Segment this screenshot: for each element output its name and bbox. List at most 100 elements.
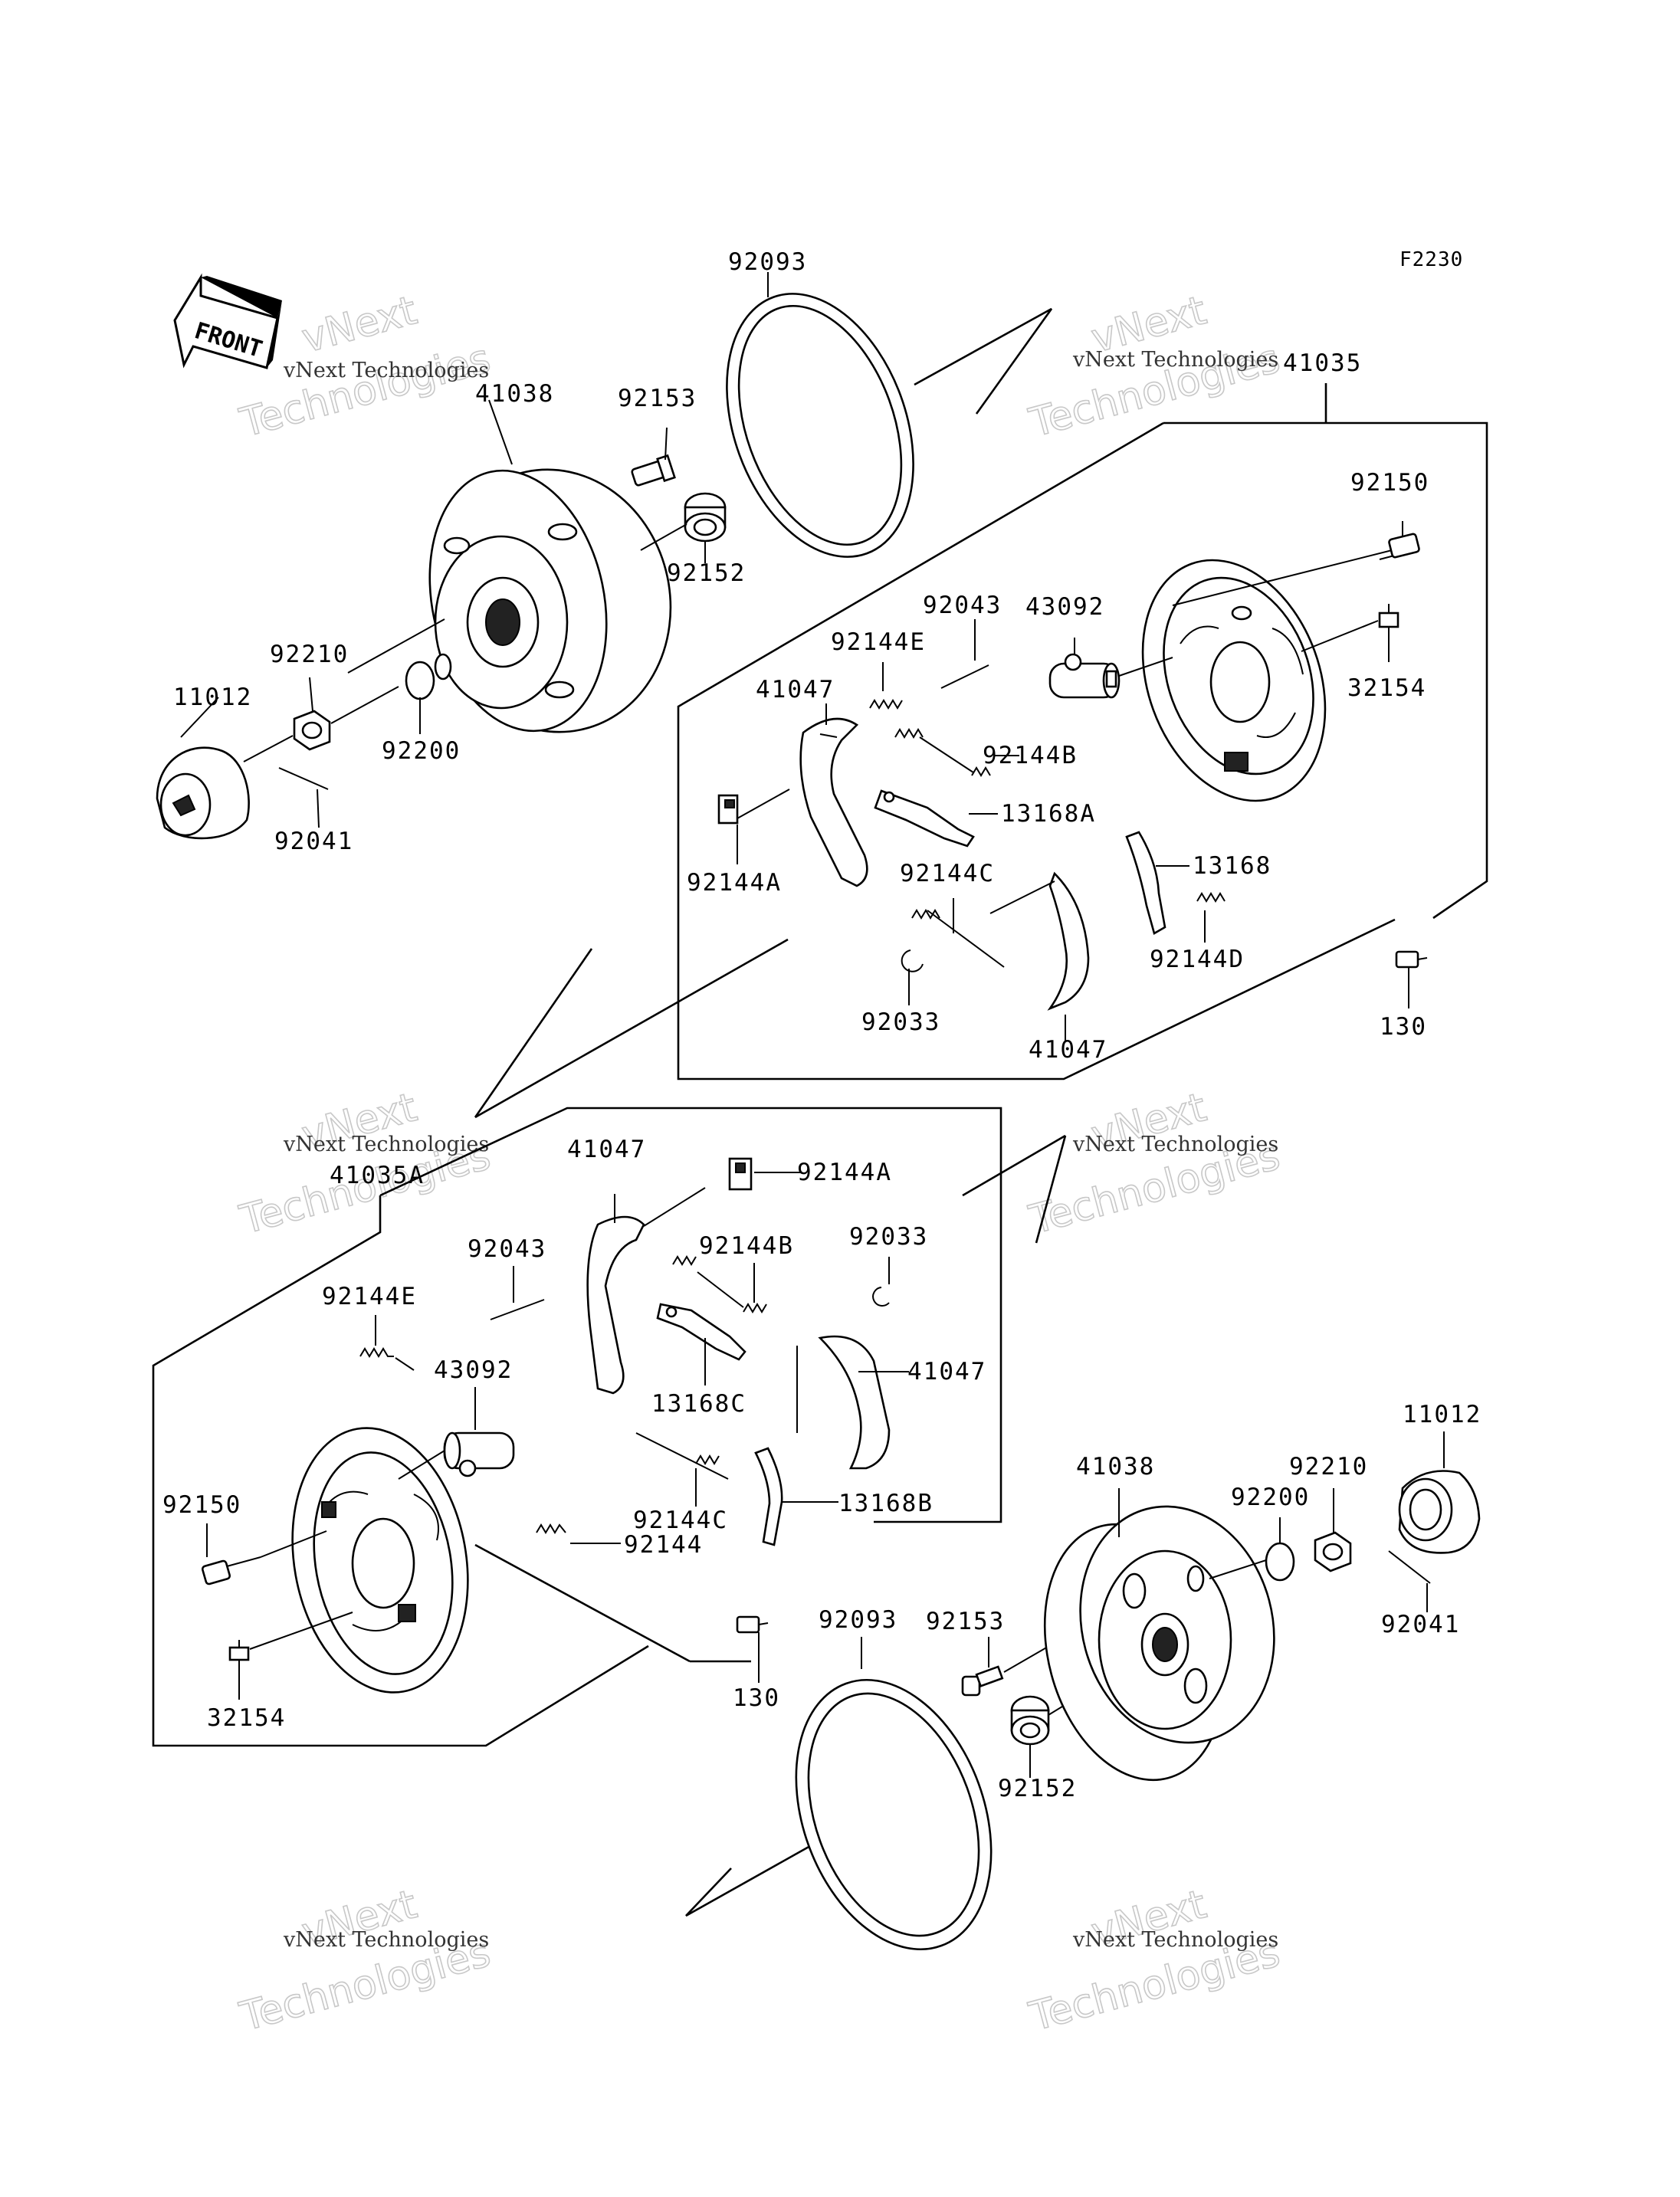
- svg-text:vNext Technologies: vNext Technologies: [283, 359, 489, 382]
- label-11012-lower: 11012: [1403, 1401, 1481, 1428]
- upper-wheel-cylinder-43092: [1048, 653, 1121, 699]
- upper-bleeder-32154: [1378, 604, 1399, 628]
- label-92200-lower: 92200: [1231, 1484, 1310, 1511]
- lower-bolt-92153: [961, 1665, 1004, 1697]
- label-11012-upper: 11012: [173, 684, 252, 711]
- upper-shoe-41047: [799, 717, 868, 887]
- label-92153-upper: 92153: [618, 385, 697, 412]
- label-41038-lower: 41038: [1076, 1453, 1155, 1481]
- svg-text:vNext Technologies: vNext Technologies: [283, 1133, 489, 1156]
- lower-screw-130: [736, 1615, 769, 1634]
- label-92210-lower: 92210: [1289, 1453, 1368, 1481]
- upper-cap-11012: [156, 746, 250, 840]
- upper-bushing-92152: [684, 492, 727, 543]
- lower-spring-92144B: [672, 1255, 697, 1266]
- upper-pin-92043: [940, 664, 989, 689]
- label-41047-upper-lower: 41047: [1029, 1036, 1107, 1064]
- label-92144C-upper: 92144C: [900, 860, 995, 887]
- lower-drum-41038: [1043, 1505, 1275, 1782]
- label-13168: 13168: [1193, 852, 1271, 880]
- lower-lever-13168C: [656, 1303, 746, 1361]
- upper-link-13168: [1125, 831, 1166, 935]
- label-92152-lower: 92152: [998, 1775, 1077, 1802]
- svg-text:vNext Technologies: vNext Technologies: [1072, 1133, 1278, 1156]
- label-130-lower: 130: [733, 1684, 780, 1712]
- lower-shoe-41047: [586, 1215, 645, 1395]
- upper-spring-92144B: [894, 728, 924, 739]
- lower-washer-92200: [1265, 1542, 1295, 1582]
- label-92144B-lower: 92144B: [699, 1232, 794, 1260]
- label-32154-lower: 32154: [207, 1704, 286, 1732]
- lower-cotter-pin-92041: [1388, 1550, 1431, 1584]
- label-13168A: 13168A: [1001, 800, 1096, 828]
- lower-nut-92210: [1314, 1531, 1352, 1572]
- label-41035: 41035: [1283, 349, 1362, 377]
- lower-shoe-right-41047: [818, 1335, 891, 1470]
- label-43092-upper: 43092: [1025, 593, 1104, 621]
- upper-spring-92144D: [1196, 892, 1226, 903]
- svg-text:vNext Technologies: vNext Technologies: [1072, 1928, 1278, 1952]
- lower-panel-41035A: [291, 1427, 469, 1694]
- upper-washer-92200: [405, 661, 435, 700]
- label-92144C-lower: 92144C: [633, 1507, 728, 1534]
- label-41047-lower: 41047: [567, 1136, 646, 1163]
- label-41035A: 41035A: [330, 1162, 425, 1189]
- label-92144B-upper: 92144B: [983, 742, 1078, 769]
- lower-wheel-cylinder-43092: [443, 1431, 515, 1477]
- label-92153-lower: 92153: [926, 1608, 1005, 1635]
- label-92150-lower: 92150: [162, 1491, 241, 1519]
- label-92144A-upper: 92144A: [687, 869, 782, 897]
- label-92150-upper: 92150: [1350, 469, 1429, 497]
- upper-e-ring-92033: [901, 949, 924, 972]
- label-92093-lower: 92093: [819, 1606, 897, 1634]
- lower-spring-92144: [536, 1523, 566, 1534]
- upper-screw-130: [1395, 950, 1428, 969]
- svg-text:vNext Technologies: vNext Technologies: [283, 1928, 489, 1952]
- label-13168B: 13168B: [838, 1490, 934, 1517]
- label-130-upper: 130: [1380, 1013, 1427, 1041]
- label-92041-lower: 92041: [1381, 1611, 1460, 1638]
- lower-spring-92144E: [359, 1347, 394, 1358]
- upper-bolt-92150: [1379, 533, 1420, 560]
- label-92144D: 92144D: [1150, 946, 1245, 973]
- lower-pin-92043: [490, 1299, 545, 1320]
- upper-panel-41035: [1141, 559, 1327, 802]
- diagram-code: F2230: [1399, 248, 1463, 271]
- lower-bolt-92150: [201, 1556, 261, 1585]
- label-92144A-lower: 92144A: [797, 1159, 892, 1186]
- upper-shoe-lower-41047: [1047, 871, 1090, 1011]
- lower-spring-92144C: [695, 1454, 720, 1465]
- label-92152-upper: 92152: [667, 559, 746, 587]
- svg-text:vNext Technologies: vNext Technologies: [1072, 348, 1278, 372]
- watermark-bottom-right: vNext Technologies vNext Technologies: [1024, 1881, 1285, 2041]
- upper-bolt-92153: [631, 454, 676, 487]
- label-92033-upper: 92033: [861, 1008, 940, 1036]
- lower-seal-ring-92093: [795, 1678, 993, 1951]
- label-92093-upper: 92093: [728, 248, 807, 276]
- svg-text:vNext: vNext: [297, 287, 422, 362]
- label-32154-upper: 32154: [1347, 674, 1426, 702]
- lower-bushing-92152: [1010, 1695, 1050, 1746]
- label-92041-upper: 92041: [274, 828, 353, 855]
- svg-text:Technologies: Technologies: [235, 336, 495, 447]
- front-arrow-icon: FRONT: [173, 273, 282, 369]
- label-41038-upper: 41038: [475, 380, 554, 408]
- lower-clip-92144A: [728, 1157, 753, 1191]
- label-92200-upper: 92200: [382, 737, 461, 765]
- lower-cap-11012: [1398, 1470, 1481, 1554]
- upper-seal-ring-92093: [726, 284, 914, 558]
- label-92144E-upper: 92144E: [831, 628, 926, 656]
- upper-lever-13168A: [874, 789, 975, 848]
- label-92033-lower: 92033: [849, 1223, 928, 1251]
- label-13168C: 13168C: [651, 1390, 746, 1418]
- upper-cotter-pin-92041: [278, 767, 329, 790]
- upper-clip-92144A: [717, 794, 739, 825]
- upper-spring-92144C: [911, 909, 940, 920]
- label-92043-lower: 92043: [468, 1235, 546, 1263]
- label-92210-upper: 92210: [270, 641, 349, 668]
- upper-spring-92144E: [869, 699, 903, 710]
- lower-link-13168B: [754, 1447, 783, 1546]
- label-41047-upper: 41047: [756, 676, 835, 703]
- label-43092-lower: 43092: [434, 1356, 513, 1384]
